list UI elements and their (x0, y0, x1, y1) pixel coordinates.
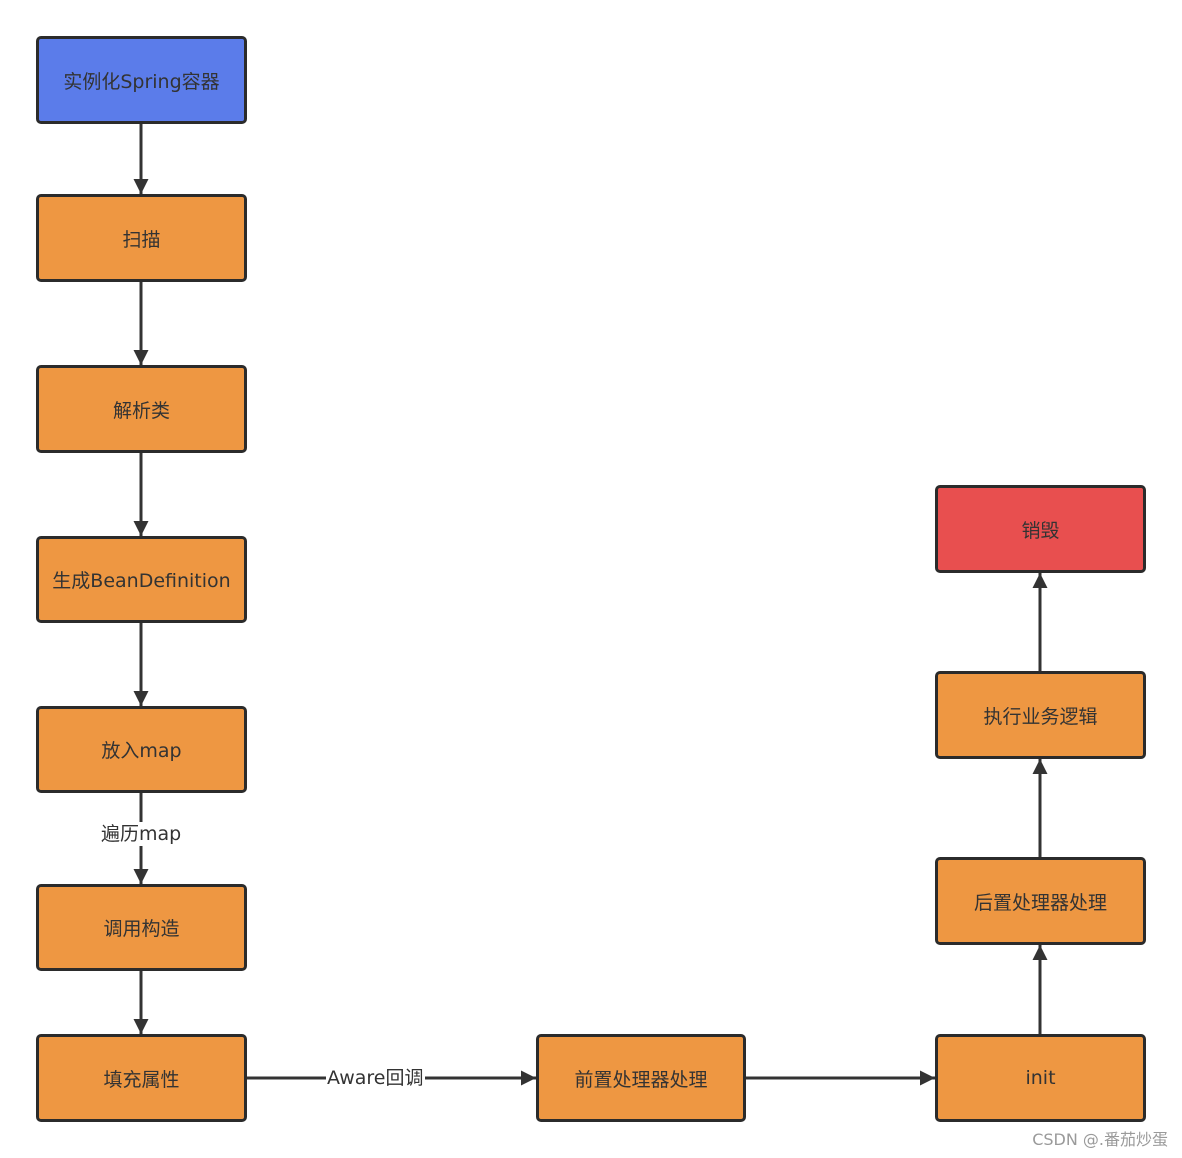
node-call-constructor[interactable]: 调用构造 (36, 884, 247, 971)
node-pre-processor[interactable]: 前置处理器处理 (536, 1034, 746, 1122)
node-init[interactable]: init (935, 1034, 1146, 1122)
edge-label-aware-callback: Aware回调 (326, 1066, 425, 1090)
node-put-into-map[interactable]: 放入map (36, 706, 247, 793)
watermark: CSDN @.番茄炒蛋 (1032, 1130, 1168, 1149)
node-parse-class[interactable]: 解析类 (36, 365, 247, 453)
node-scan[interactable]: 扫描 (36, 194, 247, 282)
edge-label-traverse-map: 遍历map (100, 822, 183, 846)
node-post-processor[interactable]: 后置处理器处理 (935, 857, 1146, 945)
node-destroy[interactable]: 销毁 (935, 485, 1146, 573)
node-execute-business-logic[interactable]: 执行业务逻辑 (935, 671, 1146, 759)
node-instantiate-spring-container[interactable]: 实例化Spring容器 (36, 36, 247, 124)
node-generate-bean-definition[interactable]: 生成BeanDefinition (36, 536, 247, 623)
node-fill-properties[interactable]: 填充属性 (36, 1034, 247, 1122)
